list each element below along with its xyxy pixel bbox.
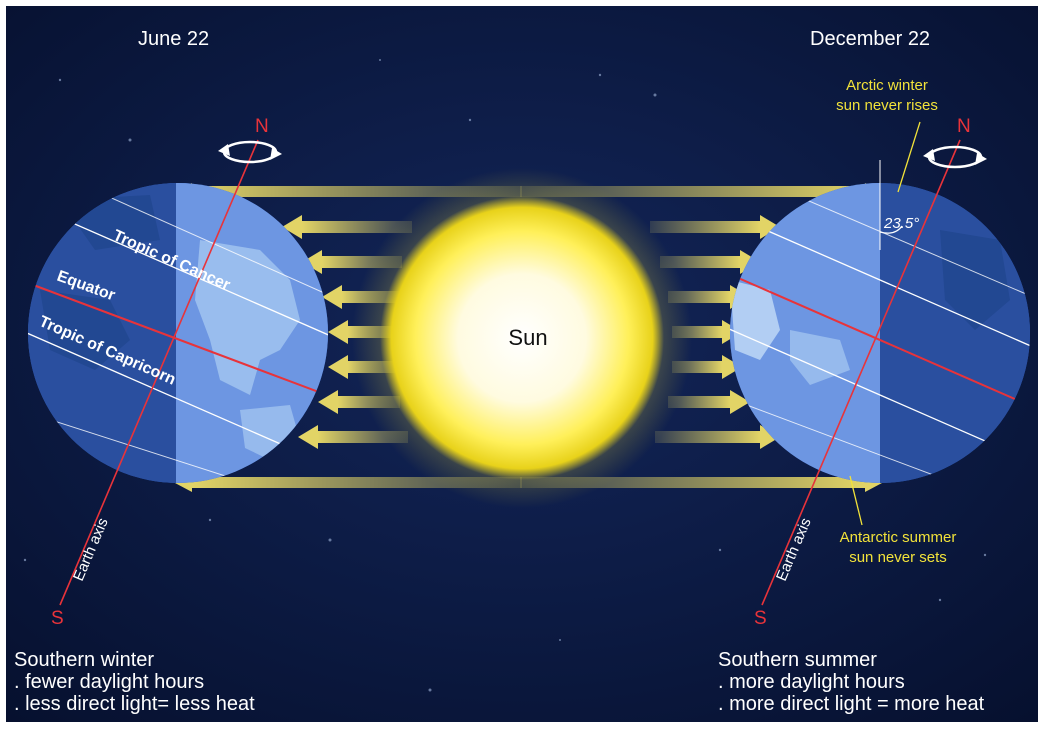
land-oceania-december bbox=[790, 330, 850, 385]
rotation-icon bbox=[218, 140, 282, 164]
arrow-right bbox=[650, 215, 780, 239]
southern-summer-line1: . more daylight hours bbox=[718, 671, 905, 693]
land-asia-december bbox=[730, 280, 780, 360]
june-date-title: June 22 bbox=[138, 28, 210, 50]
december-date-title: December 22 bbox=[810, 28, 931, 50]
arctic-note-line1: Arctic winter bbox=[846, 77, 928, 94]
beam-top-right bbox=[520, 186, 865, 197]
arctic-note: Arctic winter sun never rises bbox=[812, 76, 962, 116]
antarctic-note: Antarctic summer sun never sets bbox=[818, 528, 978, 568]
earth-axis-june bbox=[59, 139, 259, 606]
land-americas-december bbox=[940, 230, 1010, 330]
southern-winter-caption: Southern winter . fewer daylight hours .… bbox=[14, 649, 255, 715]
tropic-of-cancer-line-december bbox=[730, 209, 1030, 351]
north-pole-label-december: N bbox=[957, 116, 971, 137]
stars bbox=[23, 59, 987, 692]
arctic-callout-line bbox=[897, 121, 921, 193]
tilt-angle-label: 23.5° bbox=[883, 215, 919, 232]
southern-winter-line1: . fewer daylight hours bbox=[14, 671, 205, 693]
sun-label: Sun bbox=[508, 325, 547, 350]
equator-line-june bbox=[28, 279, 328, 401]
antarctic-note-line1: Antarctic summer bbox=[839, 529, 957, 546]
south-pole-label-december: S bbox=[754, 608, 767, 629]
equator-line-december bbox=[730, 269, 1030, 411]
earth-axis-december bbox=[761, 139, 961, 606]
earth-june: Tropic of Cancer Equator Tropic of Capri… bbox=[28, 139, 328, 606]
arrow-right bbox=[668, 390, 750, 414]
antarctic-callout-line bbox=[849, 475, 863, 526]
beam-bottom-left bbox=[192, 477, 522, 488]
beam-bottom-right bbox=[520, 477, 865, 488]
land-africa bbox=[40, 290, 130, 370]
tilt-angle-arc bbox=[879, 225, 903, 234]
southern-winter-title: Southern winter bbox=[14, 649, 155, 671]
arctic-note-line2: sun never rises bbox=[836, 97, 938, 114]
rotation-icon bbox=[923, 145, 987, 169]
southern-summer-title: Southern summer bbox=[718, 649, 877, 671]
southern-summer-caption: Southern summer . more daylight hours . … bbox=[718, 649, 984, 715]
southern-winter-line2: . less direct light= less heat bbox=[14, 693, 255, 715]
sun bbox=[380, 196, 664, 480]
arrow-left bbox=[282, 215, 412, 239]
beam-top-left bbox=[192, 186, 522, 197]
south-pole-label-june: S bbox=[51, 608, 64, 629]
north-pole-label-june: N bbox=[255, 116, 269, 137]
antarctic-circle-line-june bbox=[28, 409, 301, 483]
arrow-right bbox=[655, 425, 780, 449]
antarctic-note-line2: sun never sets bbox=[849, 549, 947, 566]
southern-summer-line2: . more direct light = more heat bbox=[718, 693, 985, 715]
